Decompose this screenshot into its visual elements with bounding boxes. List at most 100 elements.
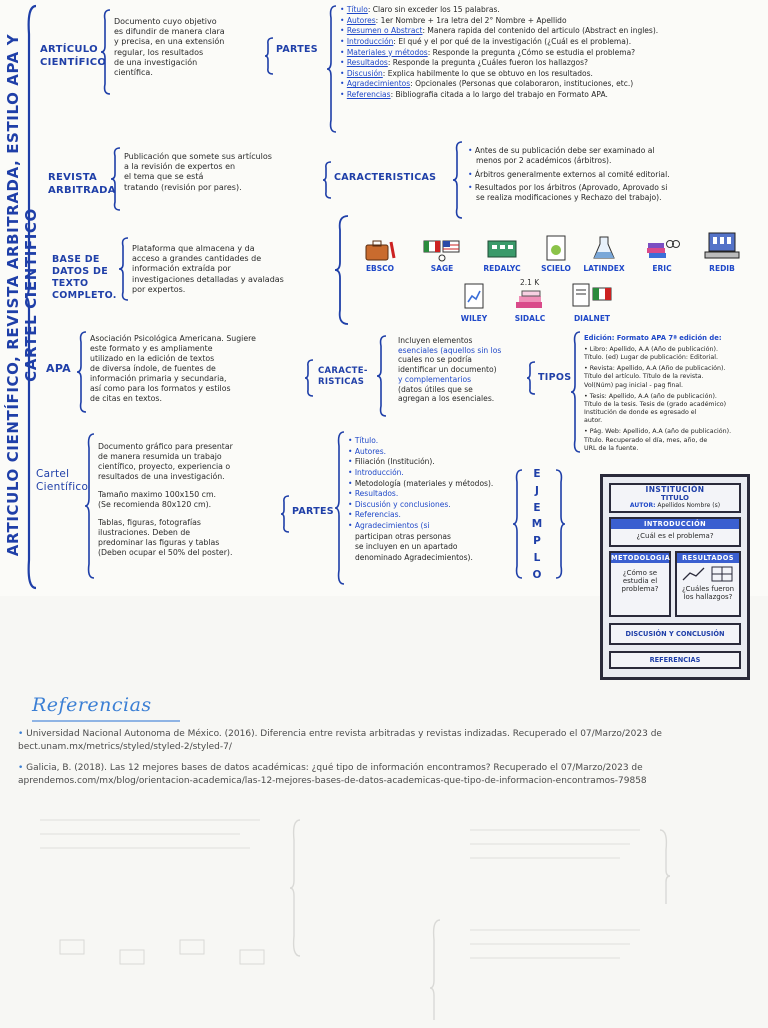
cartel-parts-brace [334,430,346,586]
ejemplo-letter: E [533,501,541,514]
list-item: • Libro: Apellido, A.A (Año de publicaci… [584,346,764,362]
item-line: se realiza modificaciones y Rechazo del … [476,193,662,202]
apa-caracteristicas-text: Incluyen elementos esenciales (aquellos … [398,336,528,404]
poster-results-header: RESULTADOS [677,553,739,563]
cartel-parts-list: • Título. • Autores. • Filiación (Instit… [348,436,493,564]
part-value: : 1er Nombre + 1ra letra del 2° Nombre +… [375,15,567,25]
list-item: denominado Agradecimientos). [348,553,493,564]
revista-items: • Antes de su publicación debe ser exami… [468,146,758,203]
part-key: Resultados [346,58,388,68]
caract-line: (datos útiles que se [398,384,473,394]
revista-caracteristicas-label: CARACTERISTICAS [334,172,437,183]
desc-line: Documento cuyo objetivo [114,17,217,26]
desc-line: Documento gráfico para presentar [98,442,233,451]
part-value: : Bibliografia citada a lo largo del tra… [390,90,608,100]
part-value: : Responde la pregunta ¿Cuáles fueron lo… [387,58,589,68]
cartel-brace [84,432,96,580]
part-key: Materiales y métodos [346,47,428,57]
part-item: Metodología (materiales y métodos). [354,478,494,488]
db-label: SIDALC [514,314,546,323]
list-item: participan otras personas [348,532,493,543]
list-item: • Filiación (Institución). [348,457,435,467]
desc-line: regular, los resultados [114,47,204,57]
part-key: Título [346,5,368,14]
list-item: • Pág. Web: Apellido, A.A (año de public… [584,428,764,453]
desc-line: por expertos. [132,284,186,294]
part-item: Introducción. [354,467,404,477]
cartel-title: Cartel Científico [36,468,88,494]
part-item: Discusión y conclusiones. [354,499,451,509]
apa-description: Asociación Psicológica Americana. Sugier… [90,334,310,404]
caract-brace-left [322,160,332,200]
item-line: Árbitros generalmente externos al comité… [474,169,670,179]
list-item: • Discusión y conclusiones. [348,499,451,509]
ejemplo-vertical-label: E J E M P L O [530,466,544,584]
apa-caract-brace-left [304,358,314,398]
item-line: Resultados por los árbitros (Aprovado, A… [474,182,668,192]
desc-line: de una investigación [114,57,198,67]
revista-items-brace [452,140,464,220]
desc-line: de citas en textos. [90,393,162,403]
articulo-partes-label: PARTES [276,44,318,55]
list-item: • Discusión: Explica habilmente lo que s… [340,68,593,78]
tipo-line: URL de la fuente. [584,444,639,452]
desc-line: es difundir de manera clara [114,27,225,37]
list-item: • Autores: 1er Nombre + 1ra letra del 2°… [340,15,567,25]
caract-line: agregan a los esenciales. [398,394,495,404]
poster-results-text: ¿Cuáles fueron los hallazgos? [681,585,735,601]
db-ebsco: EBSCO [352,238,408,273]
part-value: : El qué y el por qué de la investigació… [393,36,632,46]
list-item: • Título: Claro sin exceder los 15 palab… [340,5,500,14]
databases-brace [334,214,350,326]
references-title: Referencias [32,694,152,716]
part-item: Autores. [354,446,387,456]
tipo-line: Título. Recuperado el día, mes, año, de [584,436,708,444]
reference-text: Universidad Nacional Autonoma de México.… [18,729,662,753]
tipos-header: Edición: Formato APA 7ª edición de: [584,334,722,342]
base-title-line1: BASE DE [52,254,100,265]
part-key: Agradecimientos [346,79,411,89]
part-item: Agradecimientos (si [354,521,430,531]
list-item: • Agradecimientos (si [348,521,430,531]
ejemplo-brace-left [512,468,524,580]
list-item: • Introducción: El qué y el por qué de l… [340,36,632,46]
tipo-line: • Pág. Web: Apellido, A.A (año de public… [584,428,732,436]
desc-line: Tamaño maximo 100x150 cm. [98,489,217,499]
articulo-title-line1: ARTÍCULO [40,44,98,55]
partes-brace-left [264,36,274,76]
base-title-line3: TEXTO [52,277,89,289]
flags-icon [423,240,460,262]
desc-line: de manera resumida un trabajo [98,451,222,461]
label-line2: RISTICAS [318,376,365,387]
base-brace [118,236,130,302]
list-item: • Referencias: Bibliografia citada a lo … [340,90,608,100]
desc-line: así como para los formatos y estilos [90,383,231,393]
list-item: se incluyen en un apartado [348,542,493,553]
articulo-brace [100,8,112,96]
poster-results: RESULTADOS ¿Cuáles fueron los hallazgos? [675,551,741,617]
poster-intro-text: ¿Cuál es el problema? [636,532,714,540]
part-item: se incluyen en un apartado [355,542,458,552]
poster-methods-text: ¿Cómo se estudia el problema? [621,569,659,593]
page-bleed-through [0,800,768,1024]
db-redib: REDIB [694,230,750,273]
desc-line: tratando (revisión por pares). [124,182,242,192]
part-key: Discusión [346,68,383,78]
list-item: • Antes de su publicación debe ser exami… [468,146,655,166]
tipo-line: Título del artículo. Título de la revist… [584,373,704,381]
db-label: SAGE [430,264,454,273]
poster-methods-header: METODOLOGIA [611,553,671,563]
caract-line: identificar un documento) [398,365,497,375]
list-item: • Resultados: Responde la pregunta ¿Cuál… [340,58,589,68]
list-item: • Título. [348,436,379,445]
part-key: Resumen o Abstract [346,26,423,36]
list-item: • Materiales y métodos: Responde la preg… [340,47,636,57]
item-line: Antes de su publicación debe ser examina… [474,146,655,155]
db-dialnet: DIALNET [564,282,620,323]
desc-line: (Deben ocupar el 50% del poster). [98,547,233,557]
desc-line: ilustraciones. Deben de [98,527,191,537]
laptop-icon [704,232,740,259]
part-item: Filiación (Institución). [354,457,435,467]
revista-title: REVISTA ARBITRADA [48,172,116,197]
desc-line: Publicación que somete sus artículos [124,152,272,161]
